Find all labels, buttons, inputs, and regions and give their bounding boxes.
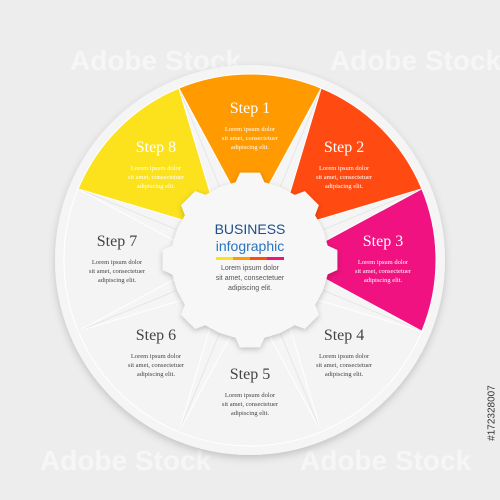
step-sectors (63, 73, 437, 447)
center-color-bar (250, 257, 267, 260)
step-5-label: Step 5 (230, 366, 270, 383)
step-1-description: adipiscing elit. (231, 144, 270, 151)
watermark-text: Adobe Stock (40, 445, 212, 476)
center-description: Lorem ipsum dolor (221, 265, 280, 272)
step-7-description: sit amet, consectetuer (89, 268, 146, 275)
step-2-sector (277, 87, 423, 233)
step-2-description: sit amet, consectetuer (316, 174, 373, 181)
step-8-sector (77, 87, 223, 233)
step-4-label: Step 4 (324, 327, 364, 344)
step-7-description: Lorem ipsum dolor (92, 259, 143, 266)
step-2-label: Step 2 (324, 139, 364, 156)
step-8-description: adipiscing elit. (137, 183, 176, 190)
step-6-description: sit amet, consectetuer (128, 362, 185, 369)
step-1-description: sit amet, consectetuer (222, 135, 279, 142)
step-2-description: Lorem ipsum dolor (319, 165, 370, 172)
center-color-bar (233, 257, 250, 260)
watermark-text: Adobe Stock (330, 45, 500, 76)
step-6-description: Lorem ipsum dolor (131, 353, 182, 360)
step-8-description: sit amet, consectetuer (128, 174, 185, 181)
center-subtitle: infographic (216, 238, 285, 254)
stock-id-text: #172328007 (486, 384, 498, 441)
center-color-bar (216, 257, 233, 260)
step-8-label: Step 8 (136, 139, 176, 156)
center-description: sit amet, consectetuer (216, 275, 285, 282)
step-6-sector (77, 287, 223, 433)
step-5-description: sit amet, consectetuer (222, 401, 279, 408)
step-7-sector (63, 188, 212, 332)
step-3-description: sit amet, consectetuer (355, 268, 412, 275)
step-7-label: Step 7 (97, 233, 137, 250)
step-3-description: adipiscing elit. (364, 277, 403, 284)
step-5-sector (178, 298, 322, 447)
center-color-bar (267, 257, 284, 260)
step-6-description: adipiscing elit. (137, 371, 176, 378)
step-4-description: adipiscing elit. (325, 371, 364, 378)
step-1-sector (178, 73, 322, 222)
step-4-sector (277, 287, 423, 433)
step-4-description: Lorem ipsum dolor (319, 353, 370, 360)
step-2-description: adipiscing elit. (325, 183, 364, 190)
step-1-label: Step 1 (230, 100, 270, 117)
step-4-description: sit amet, consectetuer (316, 362, 373, 369)
step-labels: Step 1 Lorem ipsum dolor sit amet, consect… (89, 100, 412, 417)
step-7-description: adipiscing elit. (98, 277, 137, 284)
step-1-description: Lorem ipsum dolor (225, 126, 276, 133)
step-5-description: Lorem ipsum dolor (225, 392, 276, 399)
center-title: BUSINESS (215, 221, 286, 237)
step-6-label: Step 6 (136, 327, 176, 344)
right-edge-watermark (480, 150, 500, 350)
step-8-description: Lorem ipsum dolor (131, 165, 182, 172)
watermark-text: Adobe Stock (300, 445, 472, 476)
left-edge-watermark (0, 150, 20, 350)
step-3-description: Lorem ipsum dolor (358, 259, 409, 266)
step-3-sector (288, 188, 437, 332)
stock-id-strip: #172328007 (486, 330, 498, 495)
step-5-description: adipiscing elit. (231, 410, 270, 417)
center-description: adipiscing elit. (228, 285, 272, 292)
step-3-label: Step 3 (363, 233, 403, 250)
